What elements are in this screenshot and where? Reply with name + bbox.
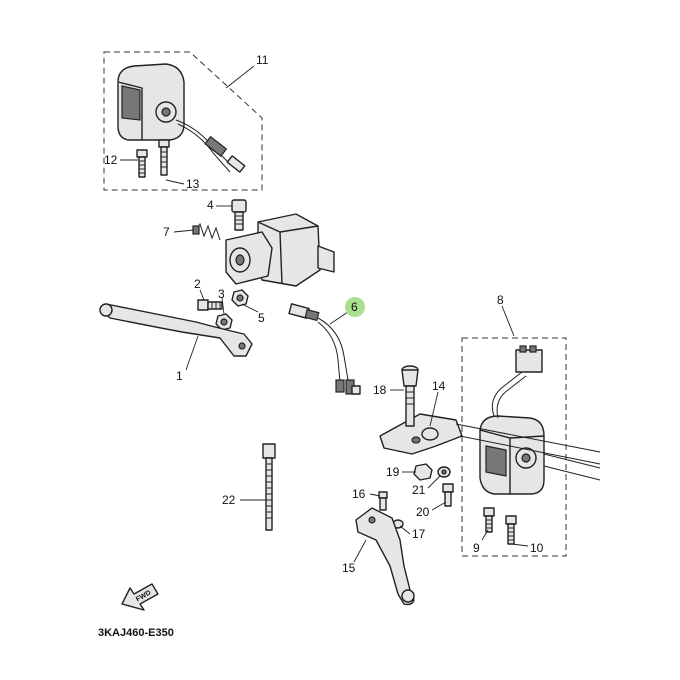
diagram-code: 3KAJ460-E350	[98, 627, 174, 639]
callout-12: 12	[104, 153, 118, 167]
callout-15: 15	[342, 561, 356, 575]
lead-lines	[120, 65, 529, 563]
bolt-2	[197, 299, 223, 311]
group-box-11	[103, 51, 263, 191]
right-handlebar-switch	[479, 345, 601, 495]
clutch-bracket-14	[379, 413, 601, 465]
callout-8: 8	[497, 293, 504, 307]
callout-20: 20	[416, 505, 430, 519]
screw-13	[158, 139, 170, 176]
stop-switch-6	[288, 303, 361, 395]
master-cylinder	[225, 213, 335, 287]
callout-1: 1	[176, 369, 183, 383]
fwd-arrow: FWD	[121, 583, 159, 611]
screw-12	[136, 149, 148, 178]
callout-labels: 11 12 13 4 7 2 3 5 1 6 8 18 14 19 21 20 …	[104, 53, 544, 575]
callout-18: 18	[373, 383, 387, 397]
callout-13: 13	[186, 177, 200, 191]
callout-11: 11	[256, 53, 269, 67]
callout-2: 2	[194, 277, 201, 291]
callout-9: 9	[473, 541, 480, 555]
screw-9	[483, 507, 495, 533]
callout-4: 4	[207, 198, 214, 212]
nut-3	[215, 313, 233, 331]
callout-3: 3	[218, 287, 225, 301]
bolt-16	[378, 491, 388, 511]
callout-19: 19	[386, 465, 400, 479]
brake-lever-1	[99, 303, 253, 357]
callout-6: 6	[351, 300, 358, 314]
bolt-4	[231, 199, 247, 231]
group-box-8	[461, 337, 567, 557]
nut-19	[413, 463, 433, 481]
callout-7: 7	[163, 225, 170, 239]
callout-6-highlight	[345, 297, 365, 317]
bolt-18	[401, 365, 419, 427]
cable-tie-22	[262, 443, 276, 531]
callout-17: 17	[412, 527, 426, 541]
callout-10: 10	[530, 541, 544, 555]
callout-22: 22	[222, 493, 236, 507]
screw-10	[505, 515, 517, 545]
left-handlebar-switch	[117, 63, 246, 173]
washer-21	[437, 466, 451, 478]
callout-14: 14	[432, 379, 446, 393]
nut-5	[231, 289, 249, 307]
callout-21: 21	[412, 483, 426, 497]
callout-5: 5	[258, 311, 265, 325]
clutch-lever-15	[355, 507, 415, 606]
callout-16: 16	[352, 487, 366, 501]
bolt-20	[442, 483, 454, 507]
spring-7	[192, 222, 221, 241]
